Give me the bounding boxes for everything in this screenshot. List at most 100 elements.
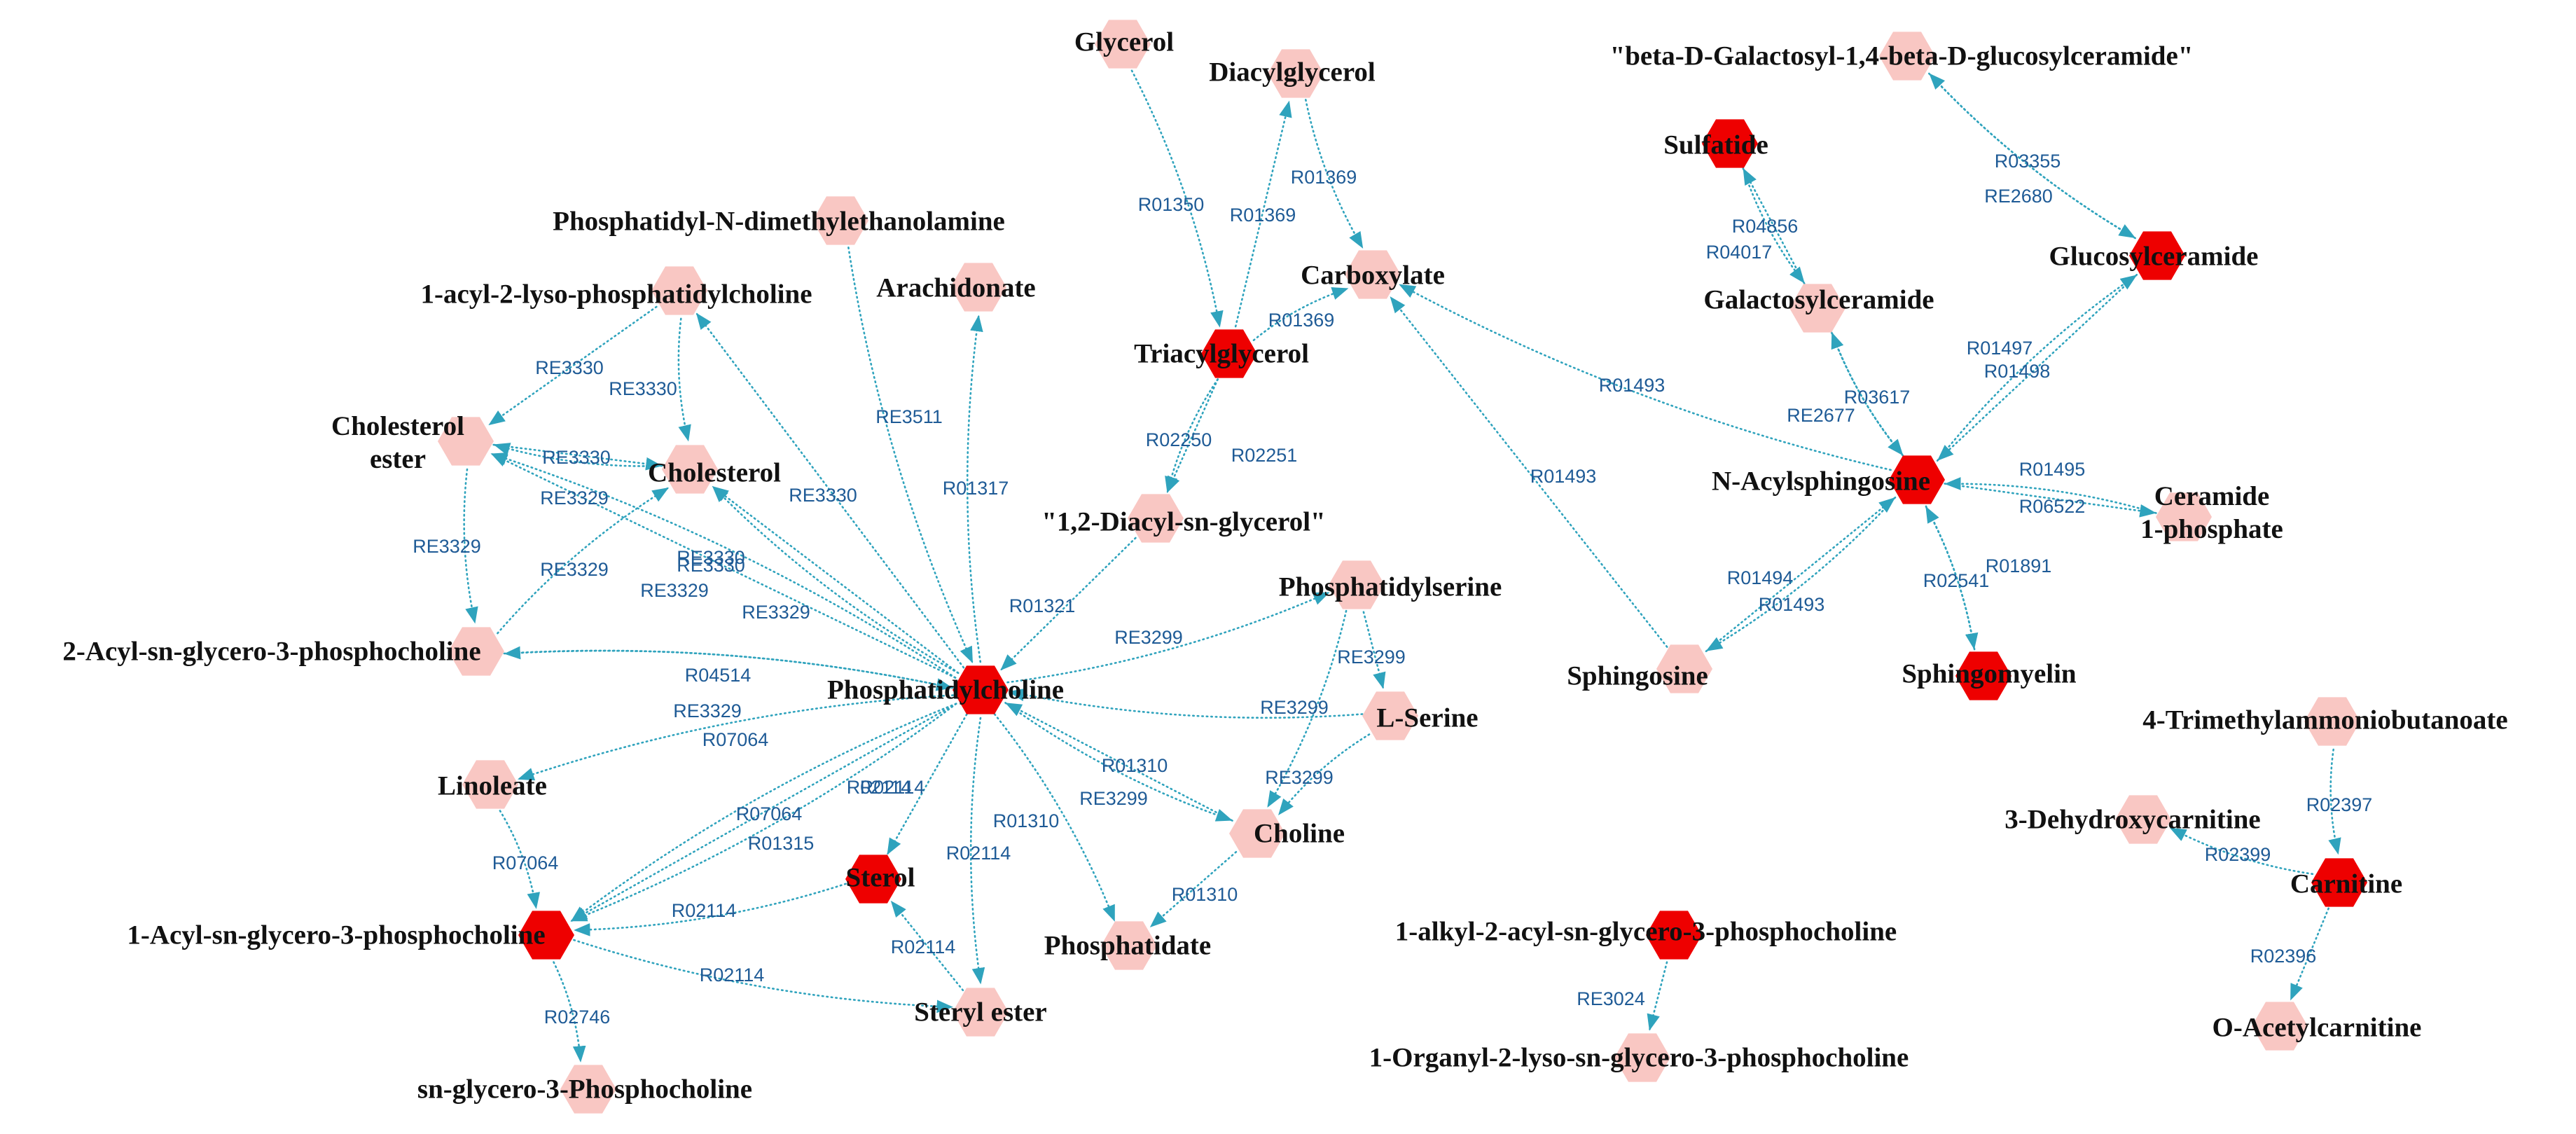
node-label-phosphatidate: Phosphatidate — [1044, 931, 1211, 961]
node-sulfatide[interactable] — [1702, 119, 1758, 168]
node-carboxylate[interactable] — [1345, 250, 1401, 299]
node-choline[interactable] — [1229, 809, 1285, 858]
node-bgalcer[interactable] — [1879, 32, 1935, 81]
edge-phosphatidylcholine-to-acylgpc1 — [570, 703, 957, 922]
edge-label-re3329: RE3329 — [742, 602, 810, 623]
node-label-phosphatidylcholine: Phosphatidylcholine — [827, 675, 1064, 705]
edge-label-re3330: RE3330 — [609, 378, 677, 399]
edge-choline-to-phosphatidate — [1149, 851, 1238, 927]
node-glycerophosphocholine[interactable] — [560, 1065, 616, 1114]
node-sterylester[interactable] — [953, 988, 1009, 1037]
node-organyllysogpc[interactable] — [1614, 1033, 1670, 1082]
node-diacylsnglycerol[interactable] — [1128, 494, 1184, 543]
node-galactosylceramide[interactable] — [1789, 284, 1846, 333]
node-acylgpc2[interactable] — [448, 627, 504, 676]
edge-nacylsphingosine-to-sphingomyelin — [1925, 505, 1979, 650]
edge-label-re3299: RE3299 — [1265, 767, 1334, 788]
edge-label-r03617: R03617 — [1844, 387, 1911, 408]
edge-glucosylceramide-to-bgalcer — [1929, 73, 2136, 240]
edge-label-r02251: R02251 — [1231, 445, 1298, 466]
edge-label-re3330: RE3330 — [542, 447, 611, 468]
edge-label-r01493: R01493 — [1530, 466, 1597, 487]
node-nacylsphingosine[interactable] — [1889, 455, 1945, 504]
node-acetylcarnitine[interactable] — [2252, 1002, 2308, 1051]
edge-label-r02114: R02114 — [860, 777, 925, 798]
edge-phosphatidylcholine-to-arachidonate — [966, 314, 983, 663]
edge-label-r01315: R01315 — [748, 833, 815, 854]
edge-label-r01369: R01369 — [1291, 167, 1357, 188]
edge-triacylglycerol-to-diacylsnglycerol — [1165, 378, 1219, 493]
edge-glucosylceramide-to-nacylsphingosine — [1937, 274, 2138, 461]
edge-label-r02114: R02114 — [700, 964, 765, 986]
edge-label-r02396: R02396 — [2250, 946, 2317, 967]
edge-label-re3329: RE3329 — [540, 559, 609, 580]
node-carnitine[interactable] — [2311, 858, 2367, 907]
edge-label-r02114: R02114 — [946, 843, 1011, 864]
edge-label-r01317: R01317 — [943, 478, 1009, 499]
node-pdme[interactable] — [812, 196, 868, 245]
edge-label-r01369: R01369 — [1230, 205, 1296, 226]
node-label-sterol: Sterol — [846, 863, 915, 893]
edge-diacylglycerol-to-carboxylate — [1305, 99, 1364, 249]
node-acyllysopc[interactable] — [651, 266, 707, 315]
node-dehydroxycarnitine[interactable] — [2115, 795, 2171, 844]
node-label-acetylcarnitine: O-Acetylcarnitine — [2213, 1013, 2422, 1043]
node-tmab[interactable] — [2304, 697, 2360, 746]
edge-label-r03355: R03355 — [1995, 151, 2061, 172]
edge-label-re3329: RE3329 — [673, 700, 742, 721]
edge-label-r01891: R01891 — [1986, 555, 2052, 576]
node-sphingosine[interactable] — [1656, 644, 1712, 693]
edge-label-r01493: R01493 — [1599, 375, 1666, 396]
edge-nacylsphingosine-to-galactosylceramide — [1831, 332, 1904, 457]
edge-glycerol-to-triacylglycerol — [1130, 69, 1224, 328]
edge-label-r04514: R04514 — [685, 665, 752, 686]
edge-phosphatidylcholine-to-phosphatidylserine — [1006, 592, 1330, 684]
edge-label-r01497: R01497 — [1967, 338, 2033, 359]
node-labels-layer: GlycerolDiacylglycerol"beta-D-Galactosyl… — [62, 27, 2507, 1105]
node-linoleate[interactable] — [462, 760, 518, 809]
edge-phosphatidylcholine-to-cholesterol — [712, 485, 960, 675]
edge-pdme-to-phosphatidylcholine — [847, 247, 974, 663]
edge-label-re3299: RE3299 — [1114, 627, 1183, 648]
node-cholesterolester[interactable] — [438, 417, 494, 466]
node-glycerol[interactable] — [1095, 20, 1151, 69]
edge-phosphatidylcholine-to-cholesterol — [712, 485, 960, 675]
edge-nacylsphingosine-to-carboxylate — [1399, 284, 1892, 471]
node-cholesterol[interactable] — [662, 445, 718, 494]
node-phosphatidylcholine[interactable] — [953, 665, 1009, 714]
node-label-organyllysogpc: 1-Organyl-2-lyso-sn-glycero-3-phosphocho… — [1369, 1043, 1909, 1073]
edge-label-r07064: R07064 — [492, 852, 559, 873]
node-sphingomyelin[interactable] — [1955, 651, 2011, 700]
node-label-phosphatidylserine: Phosphatidylserine — [1279, 572, 1502, 602]
node-ceramide1p[interactable] — [2156, 492, 2212, 541]
edge-label-re3330: RE3330 — [535, 357, 604, 378]
edge-carnitine-to-dehydroxycarnitine — [2169, 827, 2314, 876]
node-acylgpc1[interactable] — [518, 911, 574, 960]
node-sterol[interactable] — [845, 855, 901, 904]
edge-label-r01369: R01369 — [1268, 310, 1335, 331]
edge-tmab-to-carnitine — [2328, 748, 2341, 855]
edge-label-re3299: RE3299 — [1260, 697, 1329, 718]
node-label-lserine: L-Serine — [1376, 703, 1478, 733]
edge-ceramide1p-to-nacylsphingosine — [1944, 477, 2157, 514]
node-label-glucosylceramide: Glucosylceramide — [2049, 242, 2259, 272]
node-lserine[interactable] — [1362, 691, 1418, 740]
node-glucosylceramide[interactable] — [2129, 231, 2185, 280]
node-triacylglycerol[interactable] — [1201, 329, 1257, 378]
node-label-glycerophosphocholine: sn-glycero-3-Phosphocholine — [417, 1074, 752, 1105]
edge-label-r06522: R06522 — [2019, 496, 2086, 517]
edge-label-r01495: R01495 — [2019, 459, 2086, 480]
node-label-arachidonate: Arachidonate — [876, 273, 1036, 303]
node-alkylacylgpc[interactable] — [1646, 911, 1702, 960]
edge-phosphatidylcholine-to-choline — [1004, 702, 1233, 822]
edge-acylgpc2-to-phosphatidylcholine — [503, 649, 953, 691]
node-phosphatidylserine[interactable] — [1329, 560, 1385, 609]
edge-label-re2677: RE2677 — [1787, 405, 1855, 426]
node-diacylglycerol[interactable] — [1268, 49, 1324, 98]
edge-phosphatidylcholine-to-phosphatidate — [993, 713, 1116, 922]
edge-acylgpc1-to-sterylester — [573, 939, 953, 1014]
node-phosphatidate[interactable] — [1101, 921, 1157, 970]
node-arachidonate[interactable] — [950, 263, 1006, 312]
